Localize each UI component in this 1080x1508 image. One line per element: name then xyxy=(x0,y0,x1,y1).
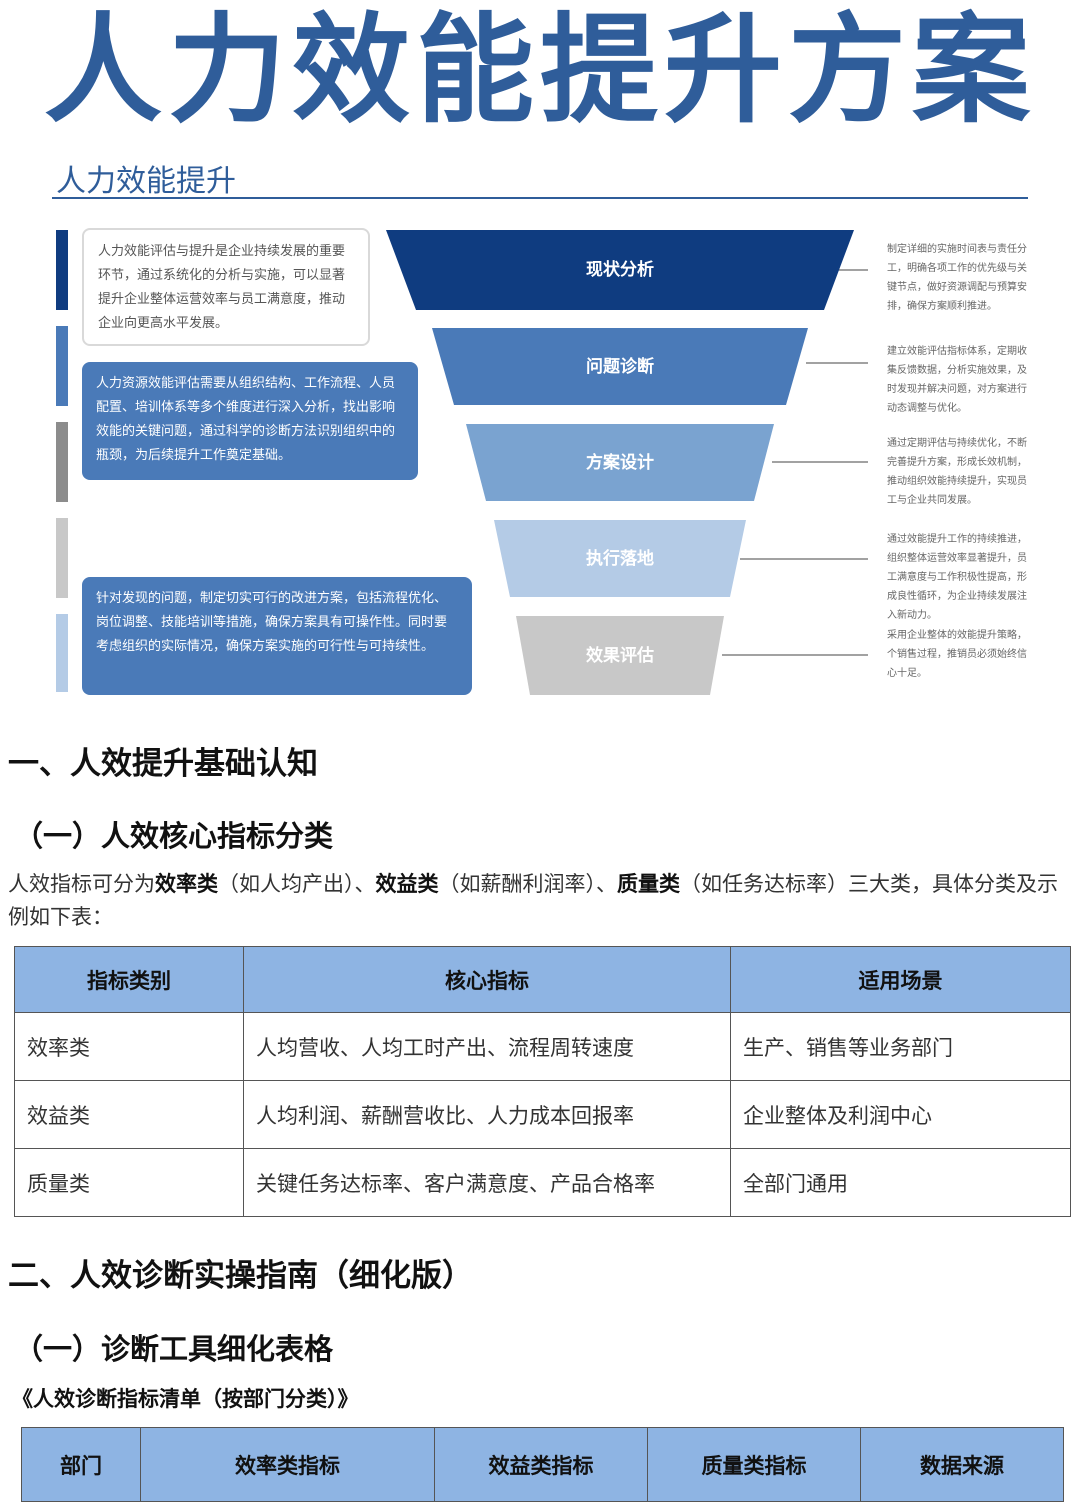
right-note-5: 采用企业整体的效能提升策略，个销售过程，推销员必须始终信心十足。 xyxy=(887,630,1027,679)
diagnosis-header-benefit: 效益类指标 xyxy=(434,1427,648,1502)
section-2-subheading: （一）诊断工具细化表格 xyxy=(14,1332,334,1366)
side-bar-4 xyxy=(56,518,68,598)
right-note-4: 通过效能提升工作的持续推进，组织整体运营效率显著提升，员工满意度与工作积极性提高… xyxy=(887,534,1027,621)
table-cell: 人均营收、人均工时产出、流程周转速度 xyxy=(243,1012,731,1081)
table-cell: 效率类 xyxy=(14,1012,244,1081)
table-cell: 效益类 xyxy=(14,1080,244,1149)
side-bar-5 xyxy=(56,614,68,692)
table-cell: 生产、销售等业务部门 xyxy=(730,1012,1071,1081)
diagnosis-table: 部门 效率类指标 效益类指标 质量类指标 数据来源 xyxy=(21,1427,1064,1502)
table-caption: 《人效诊断指标清单（按部门分类）》 xyxy=(12,1387,359,1411)
funnel-stage-4-shape xyxy=(494,520,746,597)
intro-box: 人力效能评估与提升是企业持续发展的重要环节，通过系统化的分析与实施，可以显著提升… xyxy=(82,228,370,346)
diagnosis-header-source: 数据来源 xyxy=(860,1427,1064,1502)
funnel-diagram: 现状分析 问题诊断 方案设计 执行落地 效果评估 xyxy=(386,230,868,695)
right-note-2: 建立效能评估指标体系，定期收集反馈数据，分析实施效果，及时发现并解决问题，对方案… xyxy=(887,346,1027,414)
diagnosis-header-quality: 质量类指标 xyxy=(647,1427,861,1502)
table-row: 效率类 人均营收、人均工时产出、流程周转速度 生产、销售等业务部门 xyxy=(14,1012,1071,1081)
funnel-stage-2-label: 问题诊断 xyxy=(586,356,654,377)
table-cell: 全部门通用 xyxy=(730,1148,1071,1217)
diagnosis-header-dept: 部门 xyxy=(21,1427,141,1502)
title-divider xyxy=(52,197,1028,199)
main-title: 人力效能提升方案 xyxy=(43,1,1036,139)
section-1-subheading: （一）人效核心指标分类 xyxy=(14,819,334,853)
side-bar-3 xyxy=(56,422,68,502)
funnel-stage-2-shape xyxy=(432,328,808,405)
table-cell: 关键任务达标率、客户满意度、产品合格率 xyxy=(243,1148,731,1217)
side-bar-1 xyxy=(56,230,68,310)
funnel-stage-3-shape xyxy=(466,424,774,501)
metrics-table: 指标类别 核心指标 适用场景 效率类 人均营收、人均工时产出、流程周转速度 生产… xyxy=(14,946,1071,1217)
solution-box: 针对发现的问题，制定切实可行的改进方案，包括流程优化、岗位调整、技能培训等措施，… xyxy=(82,577,472,695)
table-cell: 质量类 xyxy=(14,1148,244,1217)
funnel-stage-1-shape xyxy=(386,230,854,310)
metrics-header-category: 指标类别 xyxy=(14,946,244,1013)
funnel-stage-1-label: 现状分析 xyxy=(586,259,654,280)
table-row: 质量类 关键任务达标率、客户满意度、产品合格率 全部门通用 xyxy=(14,1148,1071,1217)
funnel-stage-4-label: 执行落地 xyxy=(586,548,654,569)
metrics-header-core: 核心指标 xyxy=(243,946,731,1013)
right-note-1: 制定详细的实施时间表与责任分工，明确各项工作的优先级与关键节点，做好资源调配与预… xyxy=(887,244,1027,312)
infographic-subtitle: 人力效能提升 xyxy=(56,164,236,199)
section-1-heading: 一、人效提升基础认知 xyxy=(8,746,318,782)
side-bar-2 xyxy=(56,326,68,406)
funnel-stage-5-label: 效果评估 xyxy=(586,645,654,666)
funnel-stage-5-shape xyxy=(516,616,724,695)
section-1-paragraph: 人效指标可分为效率类（如人均产出）、效益类（如薪酬利润率）、质量类（如任务达标率… xyxy=(8,872,1058,929)
diagnosis-box: 人力资源效能评估需要从组织结构、工作流程、人员配置、培训体系等多个维度进行深入分… xyxy=(82,362,418,480)
diagnosis-header-efficiency: 效率类指标 xyxy=(140,1427,435,1502)
metrics-header-scenario: 适用场景 xyxy=(730,946,1071,1013)
table-cell: 人均利润、薪酬营收比、人力成本回报率 xyxy=(243,1080,731,1149)
funnel-connectors xyxy=(722,269,868,656)
table-cell: 企业整体及利润中心 xyxy=(730,1080,1071,1149)
right-note-3: 通过定期评估与持续优化，不断完善提升方案，形成长效机制，推动组织效能持续提升，实… xyxy=(887,438,1027,506)
section-2-heading: 二、人效诊断实操指南（细化版） xyxy=(8,1258,473,1294)
table-row: 效益类 人均利润、薪酬营收比、人力成本回报率 企业整体及利润中心 xyxy=(14,1080,1071,1149)
funnel-stage-3-label: 方案设计 xyxy=(586,452,654,473)
